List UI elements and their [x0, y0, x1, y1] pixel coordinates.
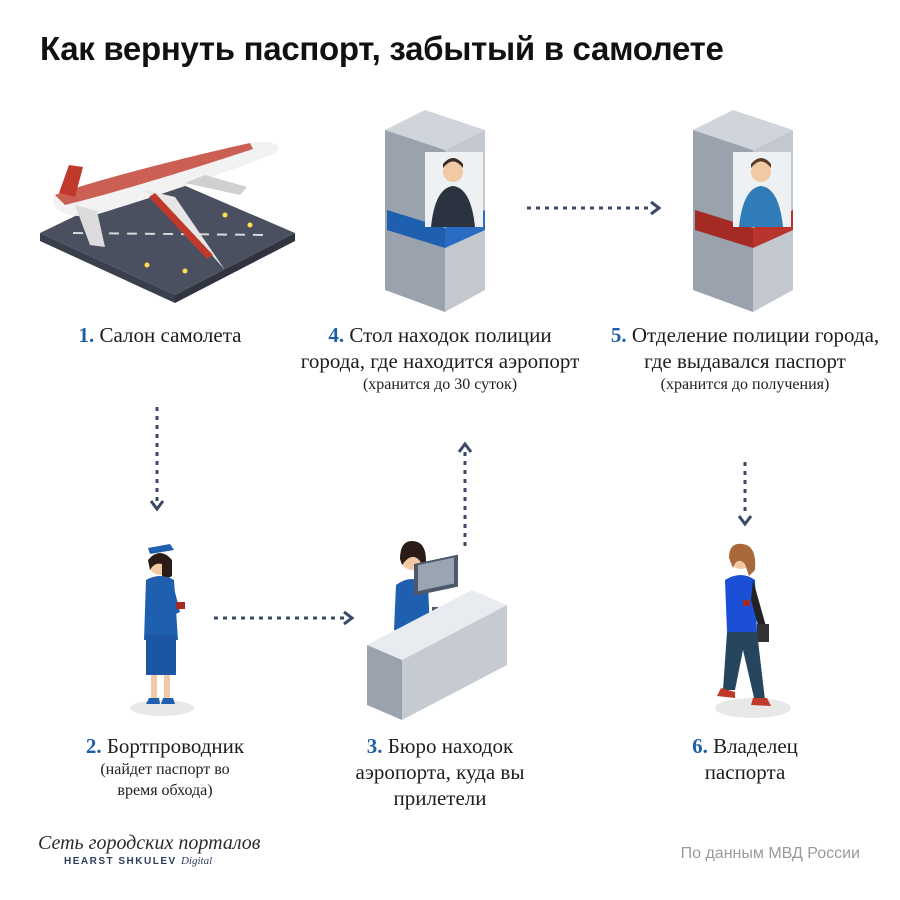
step-3-label: 3. Бюро находок аэропорта, куда вы приле… [330, 733, 550, 811]
lost-and-found-desk-icon [367, 541, 507, 720]
logo-sub-digital: Digital [180, 855, 213, 867]
logo-sub-brand: HEARST SHKULEV [64, 856, 177, 867]
step-2-note: (найдет паспорт во время обхода) [100, 761, 230, 799]
step-2-number: 2. [85, 734, 102, 758]
step-4-note: (хранится до 30 суток) [362, 376, 518, 393]
passport-owner-icon [715, 543, 791, 718]
page-title: Как вернуть паспорт, забытый в самолете [40, 30, 724, 67]
arrow-down-1-to-2 [149, 407, 165, 512]
airplane-icon [40, 141, 295, 303]
arrow-up-3-to-4 [457, 441, 473, 546]
step-2-text: Бортпроводник [106, 734, 245, 758]
step-4-text: Стол находок полиции города, где находит… [300, 323, 580, 373]
step-6-label: 6. Владелец паспорта [650, 733, 840, 785]
step-1-text: Салон самолета [99, 323, 242, 347]
step-3-number: 3. [366, 734, 383, 758]
flight-attendant-icon [130, 544, 194, 716]
step-6-text: Владелец паспорта [704, 734, 798, 784]
publisher-logo: Сеть городских порталов HEARST SHKULEV D… [38, 832, 260, 867]
arrow-right-2-to-3 [214, 610, 355, 626]
step-6-number: 6. [692, 734, 708, 758]
step-4-label: 4. Стол находок полиции города, где нахо… [295, 322, 585, 395]
step-3-text: Бюро находок аэропорта, куда вы прилетел… [355, 734, 525, 810]
step-4-number: 4. [328, 323, 345, 347]
logo-main-text: Сеть городских порталов [38, 832, 261, 854]
source-note: По данным МВД России [680, 845, 860, 862]
arrow-down-5-to-6 [737, 462, 753, 527]
step-2-label: 2. Бортпроводник (найдет паспорт во врем… [45, 733, 285, 801]
step-5-number: 5. [610, 323, 627, 347]
step-5-note: (хранится до получения) [660, 376, 830, 393]
police-department-icon [693, 110, 793, 312]
step-1-label: 1. Салон самолета [60, 322, 260, 348]
arrow-right-4-to-5 [527, 200, 662, 216]
step-5-label: 5. Отделение полиции города, где выдавал… [605, 322, 885, 395]
step-1-number: 1. [78, 323, 95, 347]
step-5-text: Отделение полиции города, где выдавался … [631, 323, 880, 373]
logo-sub-text: HEARST SHKULEV Digital [64, 855, 260, 867]
police-booth-icon [385, 110, 485, 312]
